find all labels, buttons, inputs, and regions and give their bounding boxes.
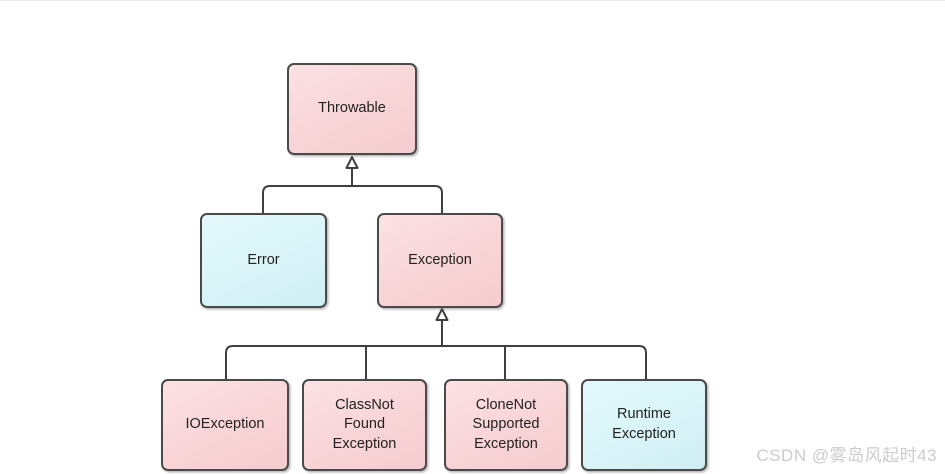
edge-group-throwable [262,156,443,213]
node-class-not-found-exception: ClassNot Found Exception [302,379,427,471]
node-error-label: Error [247,251,280,268]
node-io-exception: IOException [161,379,289,471]
node-runtime-exception: Runtime Exception [581,379,707,471]
node-throwable-label: Throwable [318,100,386,117]
node-class-not-found-exception-label: ClassNot Found Exception [332,396,397,452]
generalization-arrow-icon [345,156,359,169]
node-throwable: Throwable [287,63,417,155]
node-exception: Exception [377,213,503,308]
node-exception-label: Exception [408,251,472,268]
generalization-arrow-icon [435,308,449,321]
node-io-exception-label: IOException [185,416,265,433]
node-runtime-exception-label: Runtime Exception [612,406,676,442]
node-error: Error [200,213,327,308]
edge-group-exception [225,308,647,379]
node-clone-not-supported-exception: CloneNot Supported Exception [444,379,568,471]
node-clone-not-supported-exception-label: CloneNot Supported Exception [472,396,540,452]
csdn-watermark: CSDN @雾岛风起时43 [756,446,937,465]
